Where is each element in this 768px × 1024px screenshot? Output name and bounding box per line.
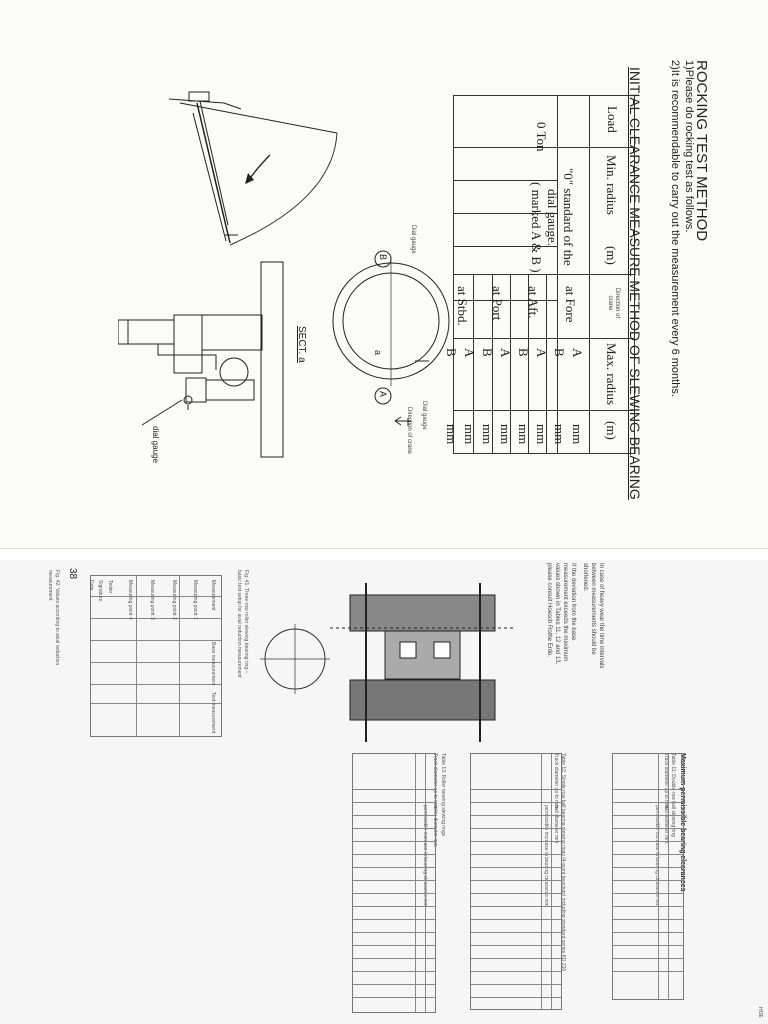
intro-line-4: If the deviation from the base: [570, 563, 576, 641]
section-a-marker: a: [373, 350, 383, 356]
fig42-caption-1: Fig. 42: Values according to axial reduc…: [54, 570, 60, 666]
clearance-table-13: [352, 753, 436, 1013]
section-label: SECT. a: [296, 326, 307, 363]
table-header-min-radius: Min. radius: [604, 155, 619, 215]
document-title: ROCKING TEST METHOD: [693, 60, 710, 242]
intro-line-2: between measurements should be: [590, 563, 596, 655]
manual-spread: 38 In case of heavy wear the time interv…: [0, 560, 768, 1024]
dial-gauge-label-top: Dial gauge: [410, 225, 416, 254]
intro-line-6: values shown in Tables 11, 12 and 13,: [554, 563, 560, 665]
measurement-row-6: Signature: [97, 580, 103, 602]
measurement-row-1: Measuring point 1: [192, 580, 198, 620]
direction-port: at Port: [490, 286, 505, 321]
measuring-point-circle: [260, 624, 330, 694]
mark-a-3: A: [498, 348, 513, 358]
clearance-table-12: [470, 753, 562, 1010]
measurement-row-2: Measuring point 2: [171, 580, 177, 620]
mark-a-1: A: [570, 348, 585, 358]
measurement-row-4: Measuring point 4: [127, 580, 133, 620]
table13-title: Table 13: Roller bearing slewing rings: [440, 753, 446, 837]
table-header-load: Load: [605, 106, 620, 133]
intro-line-5: measurement exceeds the maximum: [562, 563, 568, 662]
mark-b-2: B: [516, 348, 531, 357]
load-value: 0 Ton: [534, 122, 549, 152]
measurement-header: Measurement: [210, 580, 216, 611]
fig42-caption-2: measurement: [47, 570, 53, 601]
fig41-caption-1: Fig. 41: Three-row roller slewing bearin…: [243, 570, 249, 674]
mark-b-1: B: [552, 348, 567, 357]
clearance-table-11: [612, 753, 684, 1000]
dial-gauge-label-bottom: dial gauge: [151, 426, 160, 463]
direction-of-crane-label: Direction of crane: [406, 407, 412, 455]
direction-aft: at Aft.: [526, 286, 541, 319]
section-a-drawing: [118, 261, 284, 458]
unit-4: mm: [516, 424, 531, 445]
bearing-section-figure: [330, 583, 515, 742]
table-header-max-radius: Max. radius: [604, 343, 619, 406]
direction-fore: at Fore: [563, 286, 578, 323]
page-number: 38: [67, 568, 78, 580]
unit-7: mm: [462, 424, 477, 445]
marker-a: A: [378, 391, 388, 398]
table-header-direction: Direction of crane: [607, 287, 620, 319]
axial-measurement-table: [90, 575, 222, 737]
instruction-2: 2)It is recommendable to carry out the m…: [669, 60, 681, 397]
crane-boom-sketch: [168, 91, 338, 246]
marker-b: B: [378, 254, 388, 261]
mark-a-4: A: [462, 348, 477, 358]
unit-1: mm: [570, 424, 585, 445]
table-header-unit-2: (m): [604, 421, 619, 440]
measurement-row-7: Date: [88, 580, 94, 591]
page-edge-text: HOE: [757, 1007, 763, 1018]
unit-6: mm: [480, 424, 495, 445]
base-measurement-header: Base measurement: [210, 642, 216, 686]
intro-line-3: shortened.: [582, 563, 588, 592]
zero-standard-line-2: dial gauge.: [545, 189, 560, 247]
bearing-ring-diagram: [332, 250, 450, 426]
dial-gauge-label-right: Dial gauge: [421, 401, 427, 430]
intro-line-7: please consult Hoesch Rothe Erde.: [546, 563, 552, 658]
unit-3: mm: [534, 424, 549, 445]
mark-a-2: A: [534, 348, 549, 358]
unit-5: mm: [498, 424, 513, 445]
fig41-caption-2: basic test setup for axial reduction mea…: [236, 570, 242, 678]
test-measurement-header: Test measurement: [210, 692, 216, 734]
instruction-1: 1)Please do rocking test as follows.: [683, 60, 695, 233]
mark-b-3: B: [480, 348, 495, 357]
unit-2: mm: [552, 424, 567, 445]
intro-line-1: In case of heavy wear the time intervals: [598, 563, 604, 669]
direction-stbd: at Stbd.: [455, 286, 470, 326]
measurement-row-3: Measuring point 3: [149, 580, 155, 620]
measurement-row-5: Tester: [107, 580, 113, 594]
clearance-worksheet-page: ROCKING TEST METHOD 1)Please do rocking …: [0, 60, 768, 549]
zero-standard-line-1: "0" standard of the: [561, 168, 576, 266]
zero-standard-line-3: ( marked A & B ): [529, 182, 544, 273]
table-header-unit: (m): [604, 246, 619, 265]
